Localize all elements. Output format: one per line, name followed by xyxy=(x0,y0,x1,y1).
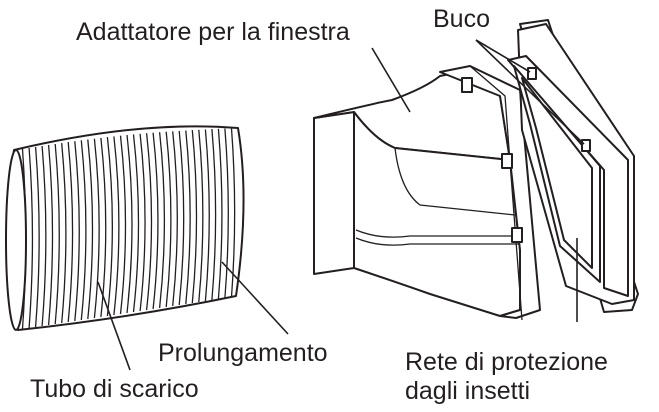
hose-rib xyxy=(80,140,87,321)
window-adapter xyxy=(313,65,541,321)
hose-rib xyxy=(139,133,146,312)
hose-rib xyxy=(204,129,210,302)
adapter-flange-edge xyxy=(469,65,523,321)
hose-rib xyxy=(61,143,67,324)
hose-end-opening xyxy=(5,149,27,331)
hose-rib xyxy=(34,146,40,328)
adapter-clip-top xyxy=(461,77,473,93)
hose-rib xyxy=(106,137,113,317)
hose-rib xyxy=(172,131,178,307)
hose-rib xyxy=(178,130,185,306)
leader-lines xyxy=(97,39,585,371)
exhaust-hose xyxy=(5,125,245,331)
leader-adapter xyxy=(371,47,411,113)
hole-bottom xyxy=(581,139,591,152)
hose-rib xyxy=(93,138,100,319)
hose-rib xyxy=(211,129,217,301)
frame-plate xyxy=(507,55,629,297)
leader-hole-1 xyxy=(475,39,531,73)
label-window-adapter: Adattatore per la finestra xyxy=(76,18,350,46)
leader-hole-2 xyxy=(475,39,585,145)
hose-rib xyxy=(126,134,133,314)
adapter-ridge-2 xyxy=(355,237,520,246)
adapter-ridge-1 xyxy=(355,229,520,238)
adapter-clip-mid xyxy=(501,153,513,169)
label-insect-net: Rete di protezione dagli insetti xyxy=(405,348,608,406)
hose-rib xyxy=(224,128,229,299)
hose-rib xyxy=(54,143,60,325)
hose-rib xyxy=(191,130,198,304)
label-insect-net-line1: Rete di protezione xyxy=(405,348,608,376)
hose-rib xyxy=(113,136,120,316)
hose-rib xyxy=(152,132,159,310)
hose-rib xyxy=(28,147,34,329)
hose-rib xyxy=(47,144,54,326)
hose-rib xyxy=(87,139,94,320)
hose-rib xyxy=(158,132,166,309)
hole-top xyxy=(527,67,537,80)
adapter-clip-low xyxy=(511,227,523,243)
hose-rib xyxy=(217,128,223,300)
hose-ribs xyxy=(21,128,236,330)
hose-rib xyxy=(145,133,153,311)
adapter-shade-line xyxy=(394,147,516,216)
label-hole: Buco xyxy=(433,5,490,33)
label-insect-net-line2: dagli insetti xyxy=(405,377,531,405)
hose-rib xyxy=(185,130,191,305)
hose-rib xyxy=(119,135,127,315)
label-exhaust-hose: Tubo di scarico xyxy=(30,375,199,403)
hose-rib xyxy=(230,128,236,298)
hose-rib xyxy=(132,134,140,313)
insect-net xyxy=(521,77,593,269)
hose-rib xyxy=(41,145,47,327)
leader-hose xyxy=(97,281,131,371)
hose-rib xyxy=(165,131,172,308)
hose-rib xyxy=(67,142,74,323)
window-frame xyxy=(507,19,639,313)
adapter-front-face xyxy=(313,111,355,275)
adapter-flange xyxy=(439,65,541,319)
label-extension: Prolungamento xyxy=(158,339,328,367)
leader-extension xyxy=(221,261,289,335)
hose-rib xyxy=(74,141,80,322)
hose-rib xyxy=(198,129,204,303)
